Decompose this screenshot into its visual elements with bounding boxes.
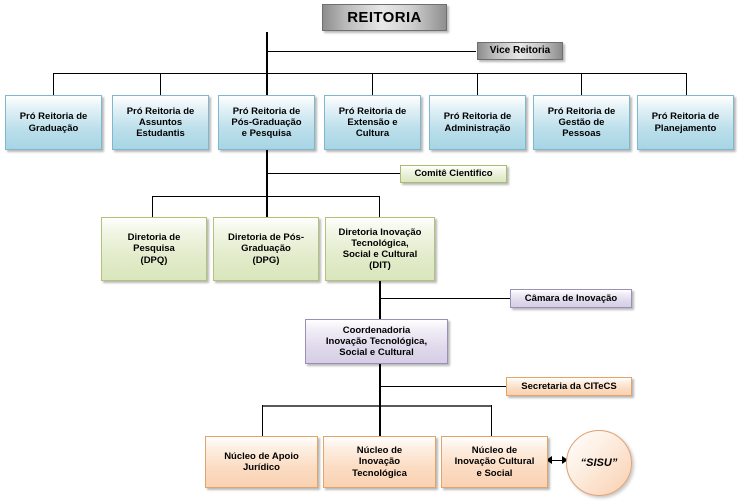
arrow-bar [552, 459, 562, 461]
node-vice-reitoria[interactable]: Vice Reitoria [477, 42, 563, 60]
node-reitoria[interactable]: REITORIA [322, 4, 447, 31]
arrow-head-left-icon [546, 456, 552, 464]
connector-nucleo-bus [262, 405, 492, 407]
connector-drop-pro-3 [266, 73, 268, 95]
connector-comite [266, 173, 400, 174]
connector-drop-pro-1 [53, 73, 54, 95]
connector-drop-pro-7 [686, 73, 687, 95]
connector-reitoria-trunk [266, 32, 268, 74]
node-sisu[interactable]: “SISU” [566, 430, 632, 496]
node-sisu-label: “SISU” [580, 456, 618, 469]
arrow-head-right-icon [562, 456, 568, 464]
connector-sisu-arrow [546, 455, 568, 465]
node-vice-reitoria-label: Vice Reitoria [489, 45, 551, 57]
connector-drop-diretoria-2 [266, 196, 268, 217]
node-comite-cientifico-label: Comitê Cientifico [414, 168, 493, 180]
node-diretoria-pos-graduacao[interactable]: Diretoria de Pós-Graduação(DPG) [213, 217, 319, 281]
node-comite-cientifico[interactable]: Comitê Cientifico [400, 165, 507, 183]
connector-drop-diretoria-1 [152, 196, 153, 217]
connector-camara [379, 298, 510, 299]
node-camara-label: Câmara de Inovação [524, 292, 618, 304]
connector-pro-reitoria-bus [53, 73, 686, 74]
connector-drop-nucleo-1 [262, 405, 263, 436]
connector-secretaria [379, 386, 506, 387]
node-label: Diretoria de Pós-Graduação(DPG) [227, 232, 305, 266]
connector-dit-trunk [379, 281, 381, 319]
connector-drop-nucleo-2 [379, 405, 381, 436]
connector-vice-reitoria [266, 51, 476, 52]
connector-drop-pro-6 [581, 73, 582, 95]
node-camara-de-inovacao[interactable]: Câmara de Inovação [510, 289, 632, 308]
connector-drop-diretoria-3 [379, 196, 380, 217]
node-secretaria-citecs[interactable]: Secretaria da CITeCS [506, 377, 632, 396]
connector-drop-nucleo-3 [491, 405, 492, 436]
node-secretaria-label: Secretaria da CITeCS [521, 380, 617, 392]
connector-drop-pro-5 [477, 73, 478, 95]
connector-coordenadoria-trunk [379, 363, 381, 406]
connector-drop-pro-4 [372, 73, 373, 95]
node-reitoria-label: REITORIA [347, 8, 422, 26]
connector-drop-pro-2 [160, 73, 161, 95]
